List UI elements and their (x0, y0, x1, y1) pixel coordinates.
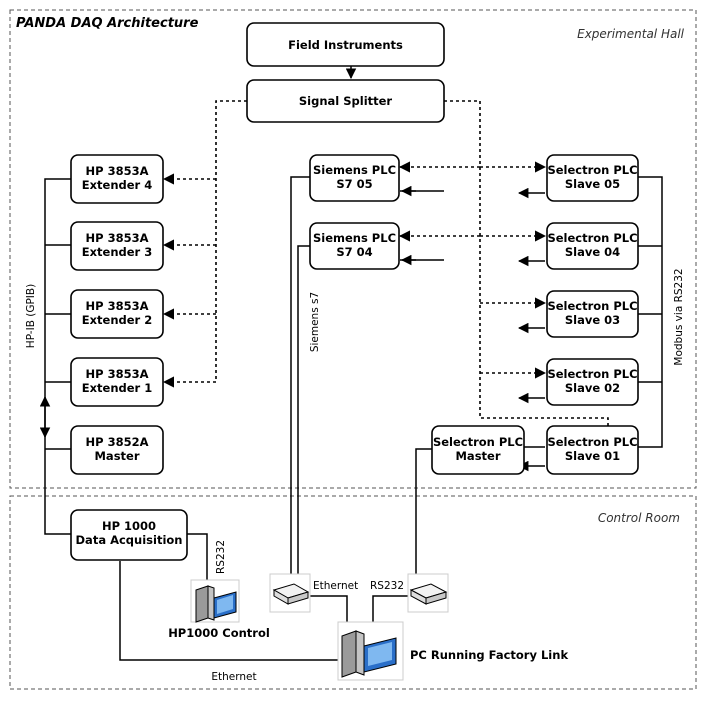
siemens-plc-s705-box: Siemens PLC S7 05 (309, 154, 400, 202)
siemens04-model: Siemens PLC (313, 231, 396, 245)
hp3853a-extender1-box: HP 3853A Extender 1 (70, 357, 164, 407)
pc-factory-link-label: PC Running Factory Link (410, 648, 568, 662)
extender1-name: Extender 1 (82, 381, 152, 395)
extender4-model: HP 3853A (86, 164, 149, 178)
hp3852a-master-box: HP 3852A Master (70, 425, 164, 475)
ethernet-bottom-label: Ethernet (211, 671, 256, 683)
modbus-bus (638, 176, 663, 448)
experimental-hall-label: Experimental Hall (577, 27, 685, 41)
selectron-master-name: Master (455, 449, 500, 463)
siemens05-cable (290, 176, 310, 584)
selectron-slave05-box: Selectron PLC Slave 05 (546, 154, 639, 202)
slave01-model: Selectron PLC (547, 435, 637, 449)
splitter-hp-dotted-bus (215, 100, 247, 382)
slave04-model: Selectron PLC (547, 231, 637, 245)
signal-splitter-label: Signal Splitter (299, 94, 393, 108)
extender3-model: HP 3853A (86, 231, 149, 245)
control-room-label: Control Room (598, 511, 680, 525)
hpib-bus (44, 178, 71, 535)
extender3-name: Extender 3 (82, 245, 152, 259)
hp1000-control-computer-icon (190, 579, 240, 623)
siemens04-cable (297, 245, 310, 584)
slave01-name: Slave 01 (565, 449, 620, 463)
siemens04-name: S7 04 (336, 245, 372, 259)
factory-link-pc-icon (337, 621, 404, 681)
control-room-zone (9, 495, 697, 690)
extender2-model: HP 3853A (86, 299, 149, 313)
hp1000-data-acquisition-box: HP 1000 Data Acquisition (70, 509, 188, 561)
selectron-slave02-box: Selectron PLC Slave 02 (546, 358, 639, 406)
siemens-s7-label: Siemens s7 (309, 292, 321, 352)
selectron-slave03-box: Selectron PLC Slave 03 (546, 290, 639, 338)
modbus-label: Modbus via RS232 (673, 268, 685, 365)
extender1-model: HP 3853A (86, 367, 149, 381)
hp1000-name: Data Acquisition (76, 533, 183, 547)
selectron-slave01-box: Selectron PLC Slave 01 (546, 425, 639, 475)
experimental-hall-zone (9, 9, 697, 489)
slave05-model: Selectron PLC (547, 163, 637, 177)
slave03-name: Slave 03 (565, 313, 620, 327)
rs232-switch-to-pc (372, 595, 408, 630)
hp3853a-extender3-box: HP 3853A Extender 3 (70, 221, 164, 271)
hp3852a-model: HP 3852A (86, 435, 149, 449)
ethernet-switch-icon (269, 573, 311, 613)
ethernet-switch-to-pc (310, 595, 348, 630)
ethernet-bottom-cable (119, 561, 338, 661)
rs232-left-label: RS232 (215, 540, 227, 574)
slave04-name: Slave 04 (565, 245, 620, 259)
ethernet-switch-label: Ethernet (313, 580, 358, 592)
diagram-title: PANDA DAQ Architecture (16, 16, 199, 31)
siemens05-name: S7 05 (336, 177, 372, 191)
hpib-label: HP-IB (GPIB) (25, 284, 37, 348)
extender4-name: Extender 4 (82, 178, 152, 192)
hp3853a-extender4-box: HP 3853A Extender 4 (70, 154, 164, 204)
slave03-model: Selectron PLC (547, 299, 637, 313)
siemens05-model: Siemens PLC (313, 163, 396, 177)
hp3853a-extender2-box: HP 3853A Extender 2 (70, 289, 164, 339)
slave02-model: Selectron PLC (547, 367, 637, 381)
signal-splitter-box: Signal Splitter (246, 79, 445, 123)
hp1000-model: HP 1000 (102, 519, 156, 533)
field-instruments-label: Field Instruments (288, 38, 403, 52)
selectron-master-model: Selectron PLC (433, 435, 523, 449)
hp1000-rs232-cable (187, 533, 208, 585)
rs232-switch-icon (407, 573, 449, 613)
selectron-master-cable (415, 448, 432, 586)
splitter-plc-dotted-bus (444, 100, 609, 426)
slave02-name: Slave 02 (565, 381, 620, 395)
slave05-name: Slave 05 (565, 177, 620, 191)
rs232-right-label: RS232 (370, 580, 404, 592)
hp3852a-name: Master (94, 449, 139, 463)
extender2-name: Extender 2 (82, 313, 152, 327)
siemens-plc-s704-box: Siemens PLC S7 04 (309, 222, 400, 270)
selectron-master-box: Selectron PLC Master (431, 425, 525, 475)
field-instruments-box: Field Instruments (246, 22, 445, 67)
selectron-slave04-box: Selectron PLC Slave 04 (546, 222, 639, 270)
hp1000-control-label: HP1000 Control (168, 626, 270, 640)
